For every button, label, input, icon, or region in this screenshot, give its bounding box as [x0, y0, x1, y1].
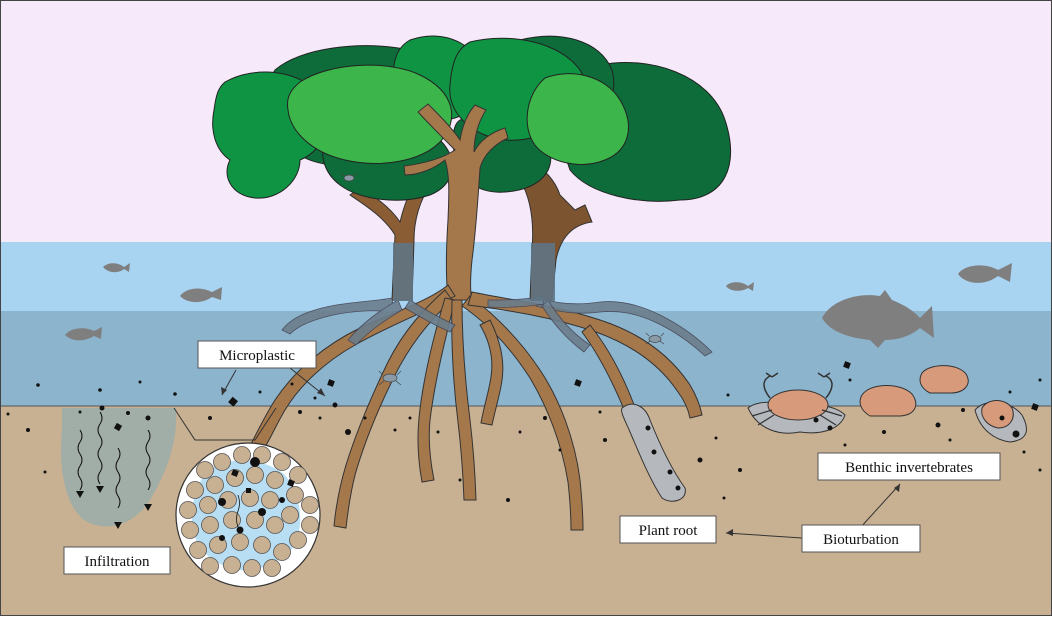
- prop-root-right-mid: [461, 295, 584, 531]
- sediment-magnifier: [173, 407, 321, 588]
- canopy: [212, 35, 732, 202]
- shell-3: [981, 400, 1014, 429]
- shell-2: [919, 365, 969, 394]
- fish-small-4: [726, 282, 754, 291]
- shell-1: [859, 385, 917, 417]
- label-bioturbation: Bioturbation: [801, 524, 921, 553]
- label-benthic-invertebrates-text: Benthic invertebrates: [845, 460, 973, 476]
- label-microplastic-text: Microplastic: [219, 348, 295, 364]
- fish-small-3: [65, 327, 102, 341]
- infiltration-arrows: [77, 411, 151, 509]
- label-benthic-invertebrates: Benthic invertebrates: [817, 452, 1001, 481]
- label-infiltration: Infiltration: [63, 546, 171, 575]
- prop-root-center-left: [417, 297, 456, 483]
- label-plant-root-text: Plant root: [639, 523, 699, 539]
- small-crab-2: [645, 332, 665, 345]
- back-trunks-underwater: [393, 243, 555, 301]
- microplastic-particles-sediment: [6, 402, 1042, 502]
- fish-small-1: [103, 263, 130, 273]
- label-microplastic: Microplastic: [197, 340, 317, 369]
- prop-root-inner-right: [479, 319, 504, 426]
- fish-group: [65, 263, 1012, 348]
- prop-root-center: [451, 299, 477, 501]
- label-plant-root: Plant root: [619, 515, 717, 544]
- label-infiltration-text: Infiltration: [85, 554, 150, 570]
- pointer-arrowheads: [221, 387, 900, 536]
- infiltration-plume: [60, 408, 177, 527]
- main-trunk: [403, 103, 509, 301]
- fish-small-2: [180, 287, 222, 303]
- fish-large: [822, 290, 934, 348]
- shells: [859, 365, 1027, 443]
- fish-small-5: [958, 263, 1012, 283]
- main-tree: [249, 103, 703, 531]
- benthic-crab: [747, 372, 846, 434]
- small-crab-1: [378, 370, 402, 386]
- small-crab-3: [340, 172, 358, 182]
- submerged-back-roots: [281, 295, 713, 357]
- label-bioturbation-text: Bioturbation: [823, 532, 899, 548]
- microplastic-particles-water: [36, 361, 1042, 407]
